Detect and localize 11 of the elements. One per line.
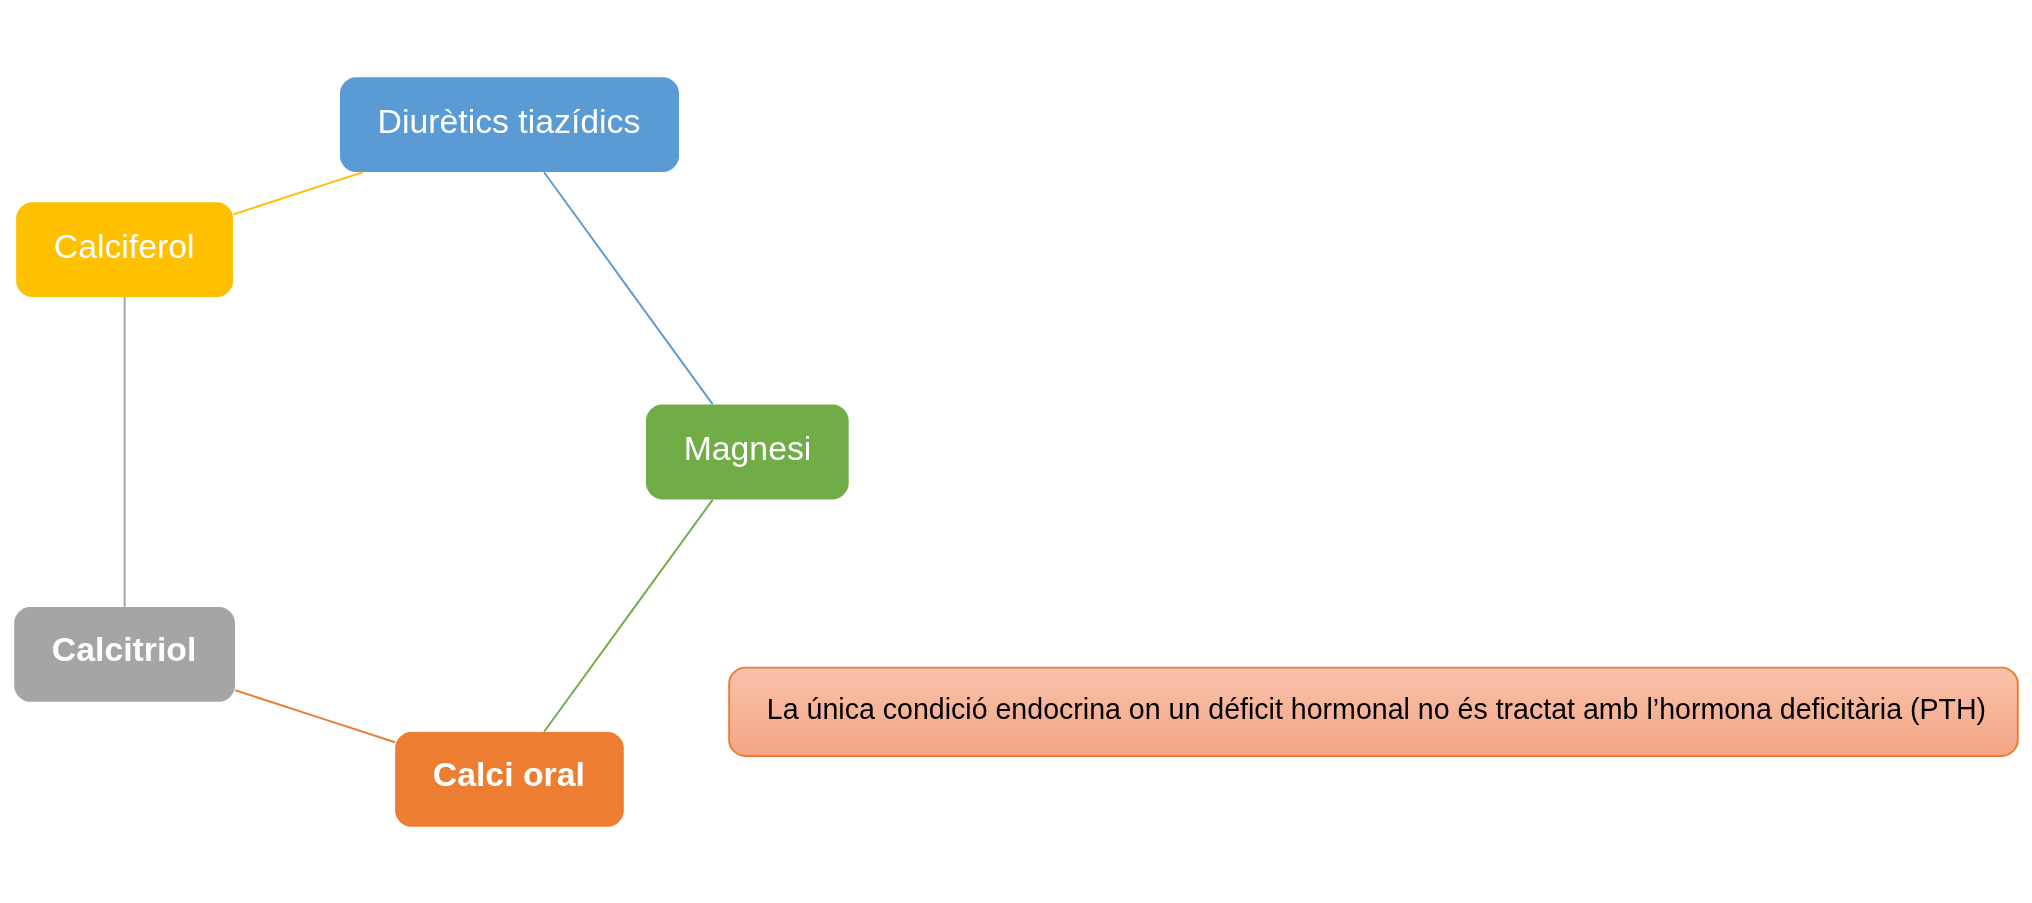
node-box: Diurètics tiazídics <box>339 76 679 172</box>
connector <box>123 295 126 608</box>
node-box: Calci oral <box>395 731 624 827</box>
node-box: La única condició endocrina on un déficit hormonal no és tractat amb l’hormona deficitària (PTH) <box>728 666 2019 757</box>
node-box: Calcitriol <box>14 606 236 702</box>
connector <box>543 170 714 405</box>
connector <box>234 688 397 743</box>
connector <box>232 170 365 215</box>
node-box: Calciferol <box>16 201 234 297</box>
node-box: Magnesi <box>646 404 849 499</box>
connector <box>543 498 714 733</box>
